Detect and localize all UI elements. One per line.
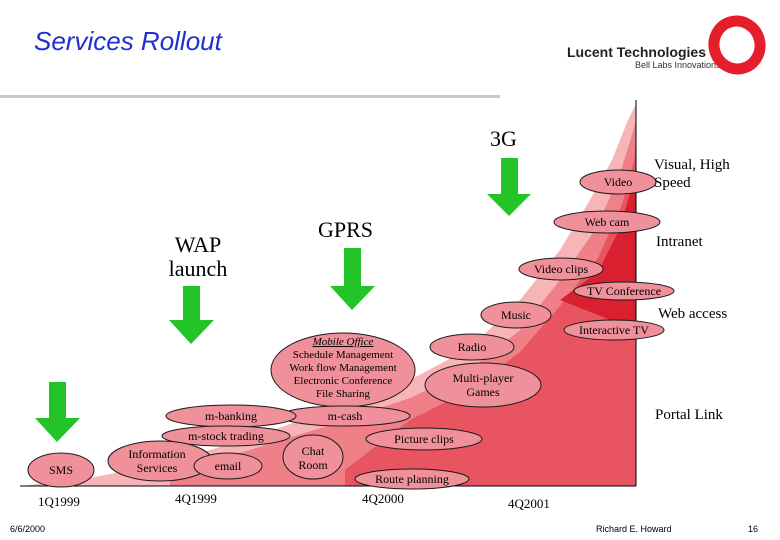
bubble-chat	[282, 434, 344, 480]
bubble-video-clips	[518, 257, 604, 281]
bubble-music	[480, 301, 552, 329]
growth-band-mid-dark	[345, 140, 636, 486]
bubble-video-clips-text: Video clips	[533, 262, 589, 276]
phase-wap: WAP launch	[158, 233, 238, 281]
arrow-3g-icon	[487, 158, 531, 216]
header-rule	[0, 95, 500, 98]
bubble-information-line2: Services	[136, 461, 178, 475]
mobile-office-item: Schedule Management	[292, 349, 394, 361]
phase-3g: 3G	[490, 126, 517, 151]
phase-wap-line2: launch	[168, 256, 228, 281]
phase-wap-line1: WAP	[174, 232, 222, 257]
arrow-gprs-icon	[330, 248, 375, 310]
bubble-information-line1: Information	[128, 447, 186, 461]
bubble-m-cash-text: m-cash	[327, 409, 363, 423]
axis-label-4q2000: 4Q2000	[362, 491, 404, 506]
bubble-m-banking-text: m-banking	[205, 409, 257, 423]
footer-page-number: 16	[748, 524, 759, 534]
bubble-email	[193, 452, 263, 480]
bubble-m-stock-text: m-stock trading	[188, 429, 264, 443]
bubble-multiplayer-text: Multi-player Games	[436, 371, 530, 399]
bubble-video	[579, 169, 657, 195]
bubble-chat-line2: Room	[298, 458, 328, 472]
label-web-access: Web access	[658, 306, 728, 322]
logo-ring-icon	[708, 15, 766, 75]
phase-gprs: GPRS	[318, 217, 374, 242]
mobile-office-item: Work flow Management	[289, 362, 397, 374]
bubble-interactive-tv-text: Interactive TV	[578, 323, 650, 337]
bubble-multiplayer-line1: Multi-player	[452, 371, 514, 385]
label-visual-high-speed: Visual, High Speed	[654, 156, 730, 192]
arrow-wap-icon	[169, 286, 214, 344]
mobile-office-block: Mobile Office Schedule Management Work f…	[270, 336, 416, 401]
bubble-route-planning	[354, 468, 470, 490]
mobile-office-item: File Sharing	[315, 388, 371, 400]
bubble-music-text: Music	[501, 308, 531, 322]
bubble-sms	[27, 452, 95, 488]
footer-date: 6/6/2000	[10, 524, 46, 534]
bubble-interactive-tv	[563, 319, 665, 341]
arrow-sms-icon	[35, 382, 80, 442]
slide-title: Services Rollout	[34, 26, 222, 56]
label-portal-link: Portal Link	[655, 407, 723, 423]
axis-label-4q2001: 4Q2001	[508, 496, 550, 511]
bubble-web-cam-text: Web cam	[584, 215, 630, 229]
bubble-information-text: Information Services	[112, 447, 202, 475]
logo-wordmark: Lucent Technologies	[567, 44, 706, 60]
logo-tagline: Bell Labs Innovations	[635, 60, 721, 70]
bubble-tv-conference	[573, 281, 675, 301]
bubble-chat-text: Chat Room	[288, 444, 338, 472]
label-visual-line1: Visual, High	[654, 157, 730, 173]
bubble-picture-clips-text: Picture clips	[394, 432, 454, 446]
footer-author: Richard E. Howard	[596, 524, 672, 534]
axis-label-1q1999: 1Q1999	[38, 494, 80, 509]
bubble-email-text: email	[214, 459, 242, 473]
bubble-m-stock	[161, 425, 291, 447]
bubble-chat-line1: Chat	[301, 444, 325, 458]
label-visual-line2: Speed	[654, 175, 691, 191]
bubble-radio-text: Radio	[457, 340, 487, 354]
bubble-picture-clips	[365, 427, 483, 451]
bubble-radio	[429, 333, 515, 361]
label-intranet: Intranet	[656, 234, 703, 250]
bubble-multiplayer	[424, 362, 542, 408]
bubble-web-cam	[553, 210, 661, 234]
bubble-multiplayer-line2: Games	[466, 385, 500, 399]
bubble-sms-text: SMS	[48, 463, 74, 477]
bubble-tv-conference-text: TV Conference	[586, 284, 662, 298]
mobile-office-title: Mobile Office	[312, 336, 374, 348]
mobile-office-item: Electronic Conference	[293, 375, 393, 387]
bubble-video-text: Video	[603, 175, 633, 189]
axis-label-4q1999: 4Q1999	[175, 491, 217, 506]
bubble-route-planning-text: Route planning	[375, 472, 449, 486]
